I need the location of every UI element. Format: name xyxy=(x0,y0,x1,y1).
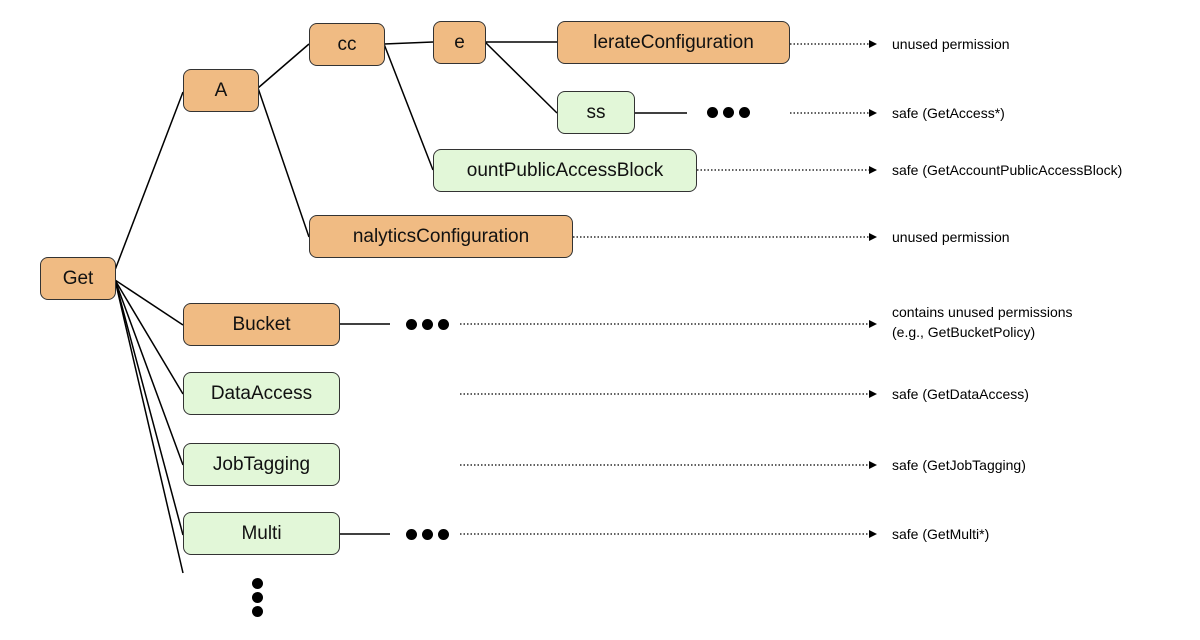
edge-get-bucket xyxy=(114,279,184,326)
outcome-data-access: safe (GetDataAccess) xyxy=(892,386,1029,402)
node-lerate-configuration: lerateConfiguration xyxy=(557,21,790,64)
outcome-job-tagging: safe (GetJobTagging) xyxy=(892,457,1026,473)
ellipsis-bucket xyxy=(406,319,449,330)
edge-get-jobtagging xyxy=(114,279,184,466)
outcome-bucket-line2: (e.g., GetBucketPolicy) xyxy=(892,324,1036,340)
node-ount-public-access-block: ountPublicAccessBlock xyxy=(433,149,697,192)
node-ss: ss xyxy=(557,91,635,134)
node-cc: cc xyxy=(309,23,385,66)
edge-cc-ount xyxy=(383,43,434,171)
outcome-bucket: contains unused permissions (e.g., GetBu… xyxy=(892,302,1073,342)
node-get: Get xyxy=(40,257,116,300)
node-nalytics-configuration: nalyticsConfiguration xyxy=(309,215,573,258)
ellipsis-ss xyxy=(707,107,750,118)
edge-cc-e xyxy=(383,41,434,45)
node-data-access: DataAccess xyxy=(183,372,340,415)
outcome-bucket-line1: contains unused permissions xyxy=(892,304,1073,320)
node-e: e xyxy=(433,21,486,64)
outcome-ss: safe (GetAccess*) xyxy=(892,105,1005,121)
edge-e-ss xyxy=(484,41,558,114)
node-bucket: Bucket xyxy=(183,303,340,346)
edge-a-nalytics xyxy=(257,87,310,238)
edge-get-a xyxy=(114,91,184,271)
node-job-tagging: JobTagging xyxy=(183,443,340,486)
outcome-multi: safe (GetMulti*) xyxy=(892,526,990,542)
outcome-lerate-configuration: unused permission xyxy=(892,36,1010,52)
edge-get-dataaccess xyxy=(114,279,184,395)
outcome-ount-public-access-block: safe (GetAccountPublicAccessBlock) xyxy=(892,162,1123,178)
node-a: A xyxy=(183,69,259,112)
node-multi: Multi xyxy=(183,512,340,555)
outcome-nalytics-configuration: unused permission xyxy=(892,229,1010,245)
edge-get-more xyxy=(114,279,184,574)
ellipsis-more-children xyxy=(252,578,263,617)
edge-a-cc xyxy=(257,43,310,89)
ellipsis-multi xyxy=(406,529,449,540)
edge-get-multi xyxy=(114,279,184,536)
